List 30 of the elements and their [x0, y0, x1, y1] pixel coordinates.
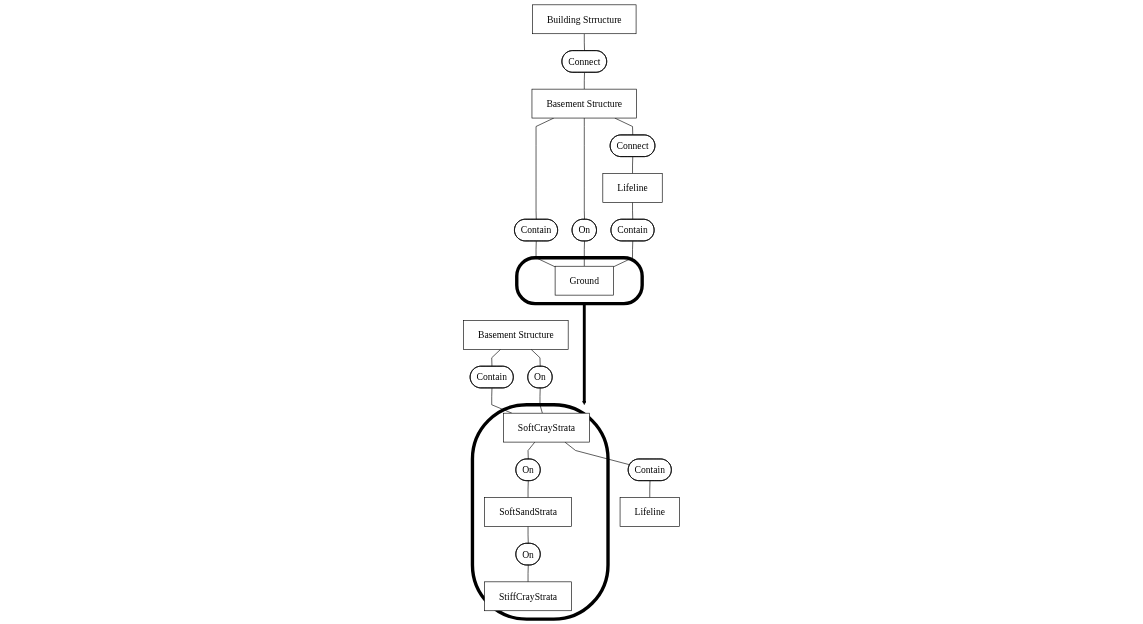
connector: [527, 441, 536, 460]
connector: [583, 117, 585, 220]
connector: [583, 33, 585, 52]
connector: [527, 526, 529, 544]
connector: [527, 480, 529, 498]
connector: [632, 156, 634, 174]
connector: [539, 387, 543, 414]
connector: [535, 240, 556, 268]
node-box: StiffCrayStrata: [484, 581, 572, 612]
connector: [491, 349, 501, 367]
node-box: Lifeline: [619, 497, 680, 527]
connector: [530, 349, 541, 367]
connector: [491, 387, 513, 414]
node-box: SoftSandStrata: [484, 497, 572, 527]
node-box: Lifeline: [602, 173, 663, 203]
connector: [564, 441, 631, 466]
node-box: Basement Structure: [531, 88, 637, 119]
connector: [632, 202, 634, 220]
node-box: Building Strructure: [532, 4, 637, 35]
connector: [649, 480, 651, 498]
cluster: [515, 256, 644, 306]
connector: [583, 240, 585, 267]
node-box: Basement Structure: [463, 320, 569, 350]
connector: [583, 72, 585, 90]
node-box: SoftCrayStrata: [503, 412, 590, 443]
connector: [613, 240, 634, 268]
arrow: [582, 303, 587, 405]
node-box: Ground: [554, 265, 614, 296]
cluster: [470, 403, 610, 621]
connector: [527, 564, 529, 583]
